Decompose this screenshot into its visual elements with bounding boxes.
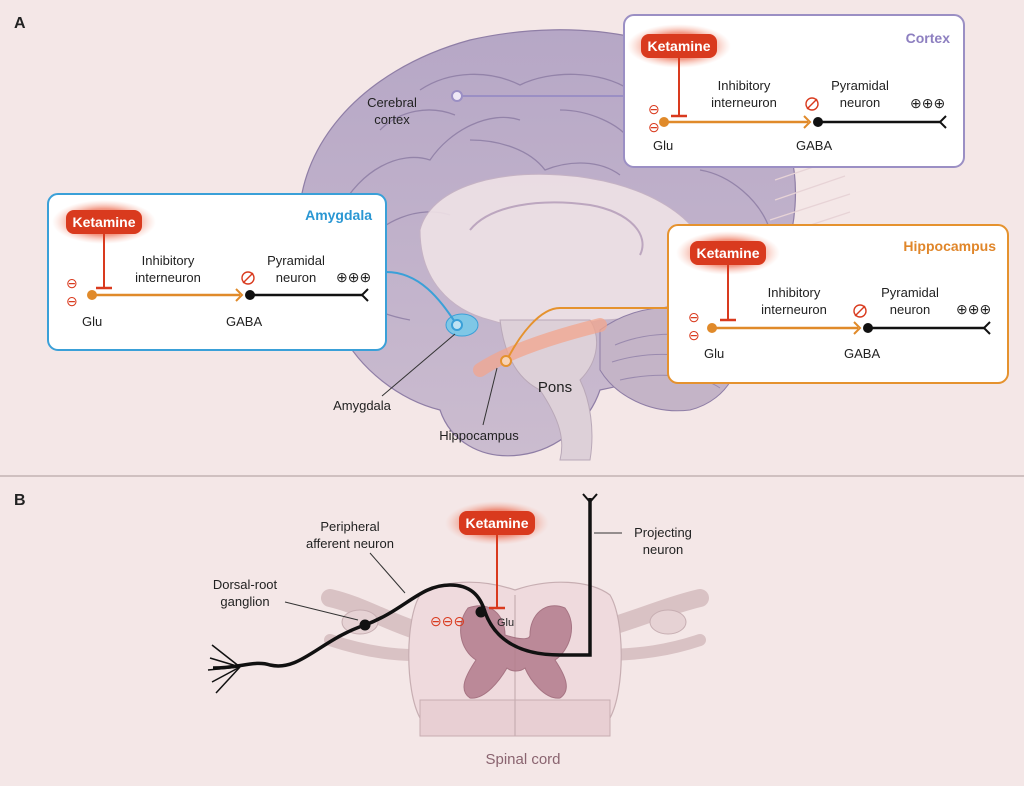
cortex-ketamine-badge [641, 34, 717, 58]
cortex-interneuron-terminal [803, 115, 812, 129]
amygdala-minus-1: ⊖ [66, 275, 78, 291]
hippocampus-plus: ⊕⊕⊕ [956, 301, 991, 317]
b-ketamine-label: Ketamine [465, 515, 528, 531]
amygdala-box: Amygdala Ketamine Inhibitory interneuron… [47, 193, 387, 351]
label-amygdala: Amygdala [333, 398, 392, 413]
amygdala-plus: ⊕⊕⊕ [336, 269, 371, 285]
cortex-gaba-label: GABA [796, 138, 832, 153]
hippocampus-gaba-blocked-slash [854, 305, 866, 317]
cortex-glu-label: Glu [653, 138, 673, 153]
b-glu-label: Glu [497, 617, 514, 629]
cortex-minus-2: ⊖ [648, 119, 660, 135]
cortex-gaba-blocked-slash [806, 98, 818, 110]
cortex-box: Cortex Ketamine Inhibitory interneuron P… [623, 14, 965, 168]
hippocampus-gaba-label: GABA [844, 346, 880, 361]
left-ventral-root [324, 634, 421, 661]
amygdala-interneuron-terminal [235, 288, 244, 302]
cortex-title: Cortex [906, 30, 951, 46]
hippocampus-minus-2: ⊖ [688, 327, 700, 343]
hippocampus-pyramidal-terminal [982, 321, 991, 335]
cortex-marker [451, 90, 463, 102]
dorsal-horn-synapse [475, 606, 487, 618]
b-ketamine-badge [459, 511, 535, 535]
hippocampus-inhibitory-label-2: interneuron [761, 302, 827, 317]
cortex-plus: ⊕⊕⊕ [910, 95, 945, 111]
cortex-pyramidal-label-2: neuron [840, 95, 880, 110]
projecting-neuron-axon [483, 498, 592, 657]
amygdala-gaba-label: GABA [226, 314, 262, 329]
hippocampus-ketamine-label: Ketamine [696, 245, 759, 261]
b-drg-pointer [284, 601, 359, 621]
amygdala-minus-2: ⊖ [66, 293, 78, 309]
hippocampus-region [473, 318, 607, 377]
hippocampus-pyramidal-label-2: neuron [890, 302, 930, 317]
gray-matter [460, 605, 573, 699]
amygdala-ketamine-label: Ketamine [72, 214, 135, 230]
b-drg-label-1: Dorsal-root [213, 577, 278, 592]
hippocampus-title: Hippocampus [903, 238, 996, 254]
projecting-neuron-terminal [582, 493, 598, 504]
b-peripheral-pointer [369, 552, 406, 594]
amygdala-pyramidal-label-2: neuron [276, 270, 316, 285]
hippocampus-interneuron-terminal [853, 321, 862, 335]
sensory-endings [207, 644, 241, 694]
label-pons: Pons [538, 379, 572, 396]
label-hippocampus: Hippocampus [439, 428, 519, 443]
hippocampus-inhibitory-label-1: Inhibitory [768, 285, 821, 300]
amygdala-pointer [381, 333, 456, 397]
amygdala-title: Amygdala [305, 207, 372, 223]
spinal-cord-illustration [321, 581, 709, 737]
amygdala-glu-label: Glu [82, 314, 102, 329]
cortex-ketamine-label: Ketamine [647, 38, 710, 54]
hippocampus-marker [500, 355, 512, 367]
corpus-callosum-shape [469, 201, 644, 256]
hippocampus-connector [507, 307, 668, 359]
b-peripheral-label-1: Peripheral [320, 519, 379, 534]
hippocampus-glu-label: Glu [704, 346, 724, 361]
cortex-pyramidal-terminal [938, 115, 947, 129]
cortex-inhibitory-label-1: Inhibitory [718, 78, 771, 93]
cortex-pyramidal-label-1: Pyramidal [831, 78, 889, 93]
b-spinal-cord-label: Spinal cord [485, 751, 560, 768]
b-peripheral-label-2: afferent neuron [306, 536, 394, 551]
hippocampus-minus-1: ⊖ [688, 309, 700, 325]
label-cerebral-cortex-1: Cerebral [367, 95, 417, 110]
b-projecting-label-2: neuron [643, 542, 683, 557]
amygdala-connector [385, 271, 456, 323]
b-projecting-label-1: Projecting [634, 525, 692, 540]
hippocampus-ketamine-badge [690, 241, 766, 265]
amygdala-ketamine-badge [66, 210, 142, 234]
b-minus: ⊖⊖⊖ [430, 613, 465, 629]
right-drg [649, 609, 687, 635]
label-cerebral-cortex-2: cortex [374, 112, 410, 127]
amygdala-inhibitory-label-2: interneuron [135, 270, 201, 285]
amygdala-inhibitory-label-1: Inhibitory [142, 253, 195, 268]
drg-soma [359, 619, 371, 631]
hippocampus-pyramidal-label-1: Pyramidal [881, 285, 939, 300]
amygdala-pyramidal-terminal [360, 288, 369, 302]
hippocampus-pointer [482, 367, 498, 426]
b-drg-label-2: ganglion [220, 594, 269, 609]
hippocampus-box: Hippocampus Ketamine Inhibitory interneu… [667, 224, 1009, 384]
cortex-inhibitory-label-2: interneuron [711, 95, 777, 110]
panel-a-letter: A [14, 15, 26, 32]
panel-b-letter: B [14, 492, 26, 509]
cortex-minus-1: ⊖ [648, 101, 660, 117]
amygdala-marker [451, 319, 463, 331]
amygdala-gaba-blocked-slash [242, 272, 254, 284]
amygdala-pyramidal-label-1: Pyramidal [267, 253, 325, 268]
